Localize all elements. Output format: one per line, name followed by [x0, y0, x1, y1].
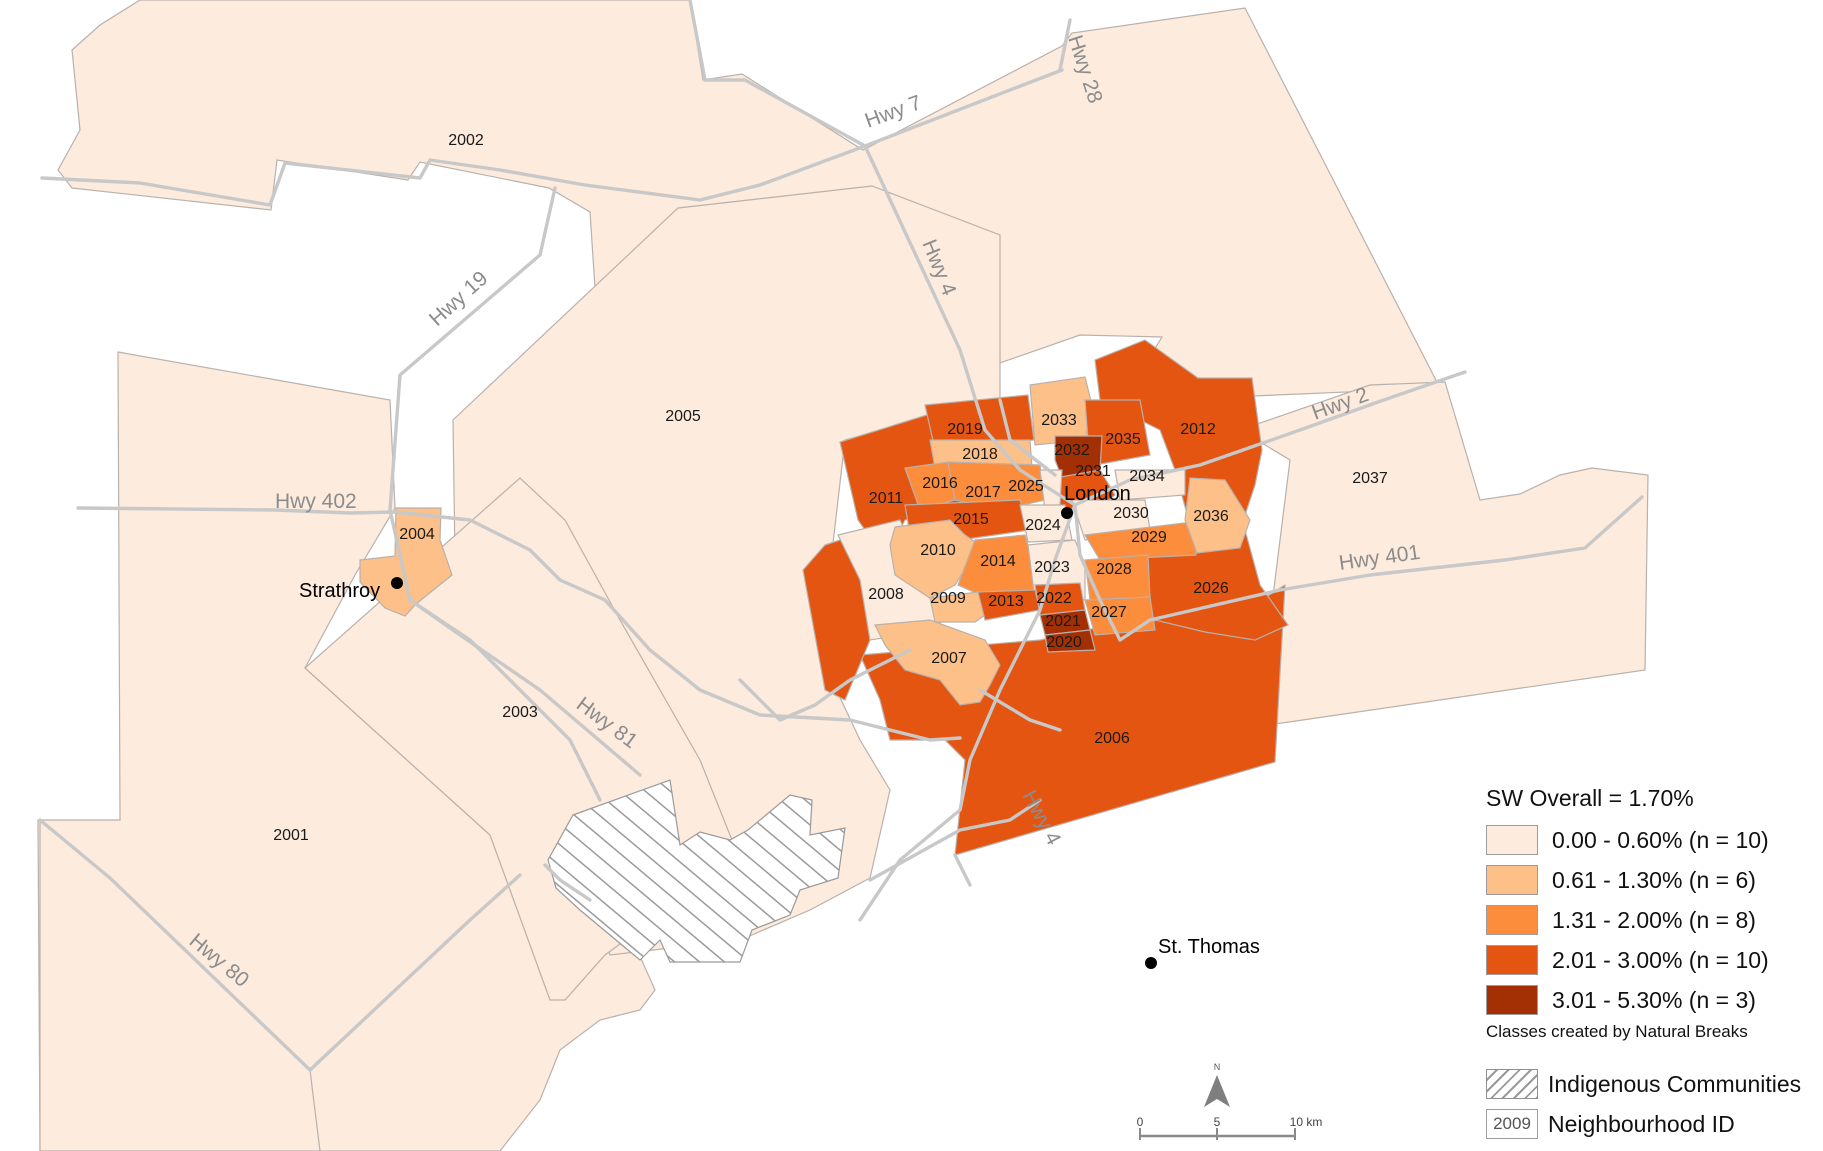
north-arrow-label: N: [1214, 1062, 1221, 1072]
label-st-thomas: St. Thomas: [1158, 936, 1260, 958]
nid-2004: 2004: [399, 526, 435, 543]
nid-2026: 2026: [1193, 580, 1229, 597]
nid-2020: 2020: [1046, 634, 1082, 651]
legend-swatch: [1486, 825, 1538, 855]
nid-2017: 2017: [965, 484, 1001, 501]
nid-2009: 2009: [930, 590, 966, 607]
strathroy-marker: [391, 577, 403, 589]
london-marker: [1061, 507, 1073, 519]
region-2036: [1184, 477, 1251, 554]
scale-zero: 0: [1137, 1115, 1144, 1129]
indigenous-communities: [547, 779, 846, 963]
legend-swatch: [1486, 945, 1538, 975]
nid-2029: 2029: [1131, 529, 1167, 546]
legend-id-label: Neighbourhood ID: [1548, 1110, 1735, 1137]
legend-class-3: 2.01 - 3.00% (n = 10): [1486, 940, 1816, 980]
st-thomas-marker: [1145, 957, 1157, 969]
hatch-swatch-icon: [1486, 1069, 1538, 1099]
legend-swatch: [1486, 865, 1538, 895]
nid-2033: 2033: [1041, 412, 1077, 429]
legend-class-label: 0.00 - 0.60% (n = 10): [1552, 826, 1769, 853]
nid-2011: 2011: [869, 490, 904, 507]
nid-2023: 2023: [1034, 559, 1070, 576]
region-2037: [1238, 381, 1649, 729]
legend-class-label: 3.01 - 5.30% (n = 3): [1552, 986, 1756, 1013]
id-sample-box: 2009: [1486, 1109, 1538, 1139]
region-2007: [874, 619, 1001, 706]
neighbourhood-ids: 2001 2002 2003 2004 2005 2006 2007 2008 …: [273, 132, 1388, 844]
nid-2037: 2037: [1352, 470, 1388, 487]
north-arrow: N: [1204, 1062, 1230, 1107]
label-hwy19: Hwy 19: [425, 267, 492, 331]
nid-2002: 2002: [448, 132, 484, 149]
highway-network: [38, 0, 1644, 1072]
legend-title: SW Overall = 1.70%: [1486, 785, 1694, 811]
nid-2001: 2001: [273, 827, 309, 844]
region-2034: [1114, 469, 1186, 501]
nid-2005: 2005: [665, 408, 701, 425]
legend-class-1: 0.61 - 1.30% (n = 6): [1486, 860, 1816, 900]
nid-2014: 2014: [980, 553, 1016, 570]
nid-2027: 2027: [1091, 604, 1127, 621]
nid-2007: 2007: [931, 650, 967, 667]
legend-class-0: 0.00 - 0.60% (n = 10): [1486, 820, 1816, 860]
scale-mid: 5: [1214, 1115, 1221, 1129]
nid-2030: 2030: [1113, 505, 1149, 522]
label-strathroy: Strathroy: [299, 580, 380, 602]
legend-swatch: [1486, 985, 1538, 1015]
london-neighbourhoods: [802, 339, 1289, 856]
nid-2013: 2013: [988, 593, 1024, 610]
legend-class-label: 1.31 - 2.00% (n = 8): [1552, 906, 1756, 933]
nid-2012: 2012: [1180, 421, 1216, 438]
legend-indigenous-label: Indigenous Communities: [1548, 1070, 1802, 1097]
north-arrow-icon: [1204, 1075, 1230, 1107]
nid-2003: 2003: [502, 704, 538, 721]
region-2033: [1029, 376, 1093, 446]
legend-class-label: 0.61 - 1.30% (n = 6): [1552, 866, 1756, 893]
towns: Strathroy London St. Thomas: [299, 483, 1260, 969]
nid-2035: 2035: [1105, 431, 1141, 448]
nid-2019: 2019: [947, 421, 983, 438]
legend-class-label: 2.01 - 3.00% (n = 10): [1552, 946, 1769, 973]
legend-class-4: 3.01 - 5.30% (n = 3): [1486, 980, 1816, 1020]
nid-2034: 2034: [1129, 468, 1165, 485]
nid-2010: 2010: [920, 542, 956, 559]
region-2020: [1044, 629, 1096, 653]
map-legend: SW Overall = 1.70% 0.00 - 0.60% (n = 10)…: [1486, 785, 1816, 1144]
label-hwy402: Hwy 402: [275, 490, 357, 513]
legend-indigenous: Indigenous Communities: [1486, 1064, 1816, 1104]
region-2029: [1084, 521, 1197, 561]
nid-2025: 2025: [1008, 478, 1044, 495]
nid-2021: 2021: [1045, 613, 1081, 630]
nid-2032: 2032: [1054, 442, 1090, 459]
region-2010: [889, 519, 981, 599]
nid-2018: 2018: [962, 446, 998, 463]
nid-2008: 2008: [868, 586, 904, 603]
rural-regions: [37, 0, 1649, 1151]
scale-end: 10 km: [1290, 1115, 1323, 1129]
nid-2006: 2006: [1094, 730, 1130, 747]
scale-bar: 0 5 10 km: [1137, 1115, 1323, 1140]
nid-2028: 2028: [1096, 561, 1132, 578]
region-2009: [929, 591, 986, 623]
nid-2024: 2024: [1025, 517, 1061, 534]
nid-2015: 2015: [953, 511, 989, 528]
nid-2022: 2022: [1036, 590, 1072, 607]
legend-swatch: [1486, 905, 1538, 935]
nid-2036: 2036: [1193, 508, 1229, 525]
legend-class-2: 1.31 - 2.00% (n = 8): [1486, 900, 1816, 940]
legend-neighbourhood-id: 2009 Neighbourhood ID: [1486, 1104, 1816, 1144]
region-2004: [359, 507, 453, 617]
label-london: London: [1064, 483, 1131, 505]
legend-note: Classes created by Natural Breaks: [1486, 1022, 1748, 1041]
nid-2031: 2031: [1075, 463, 1111, 480]
nid-2016: 2016: [922, 475, 958, 492]
